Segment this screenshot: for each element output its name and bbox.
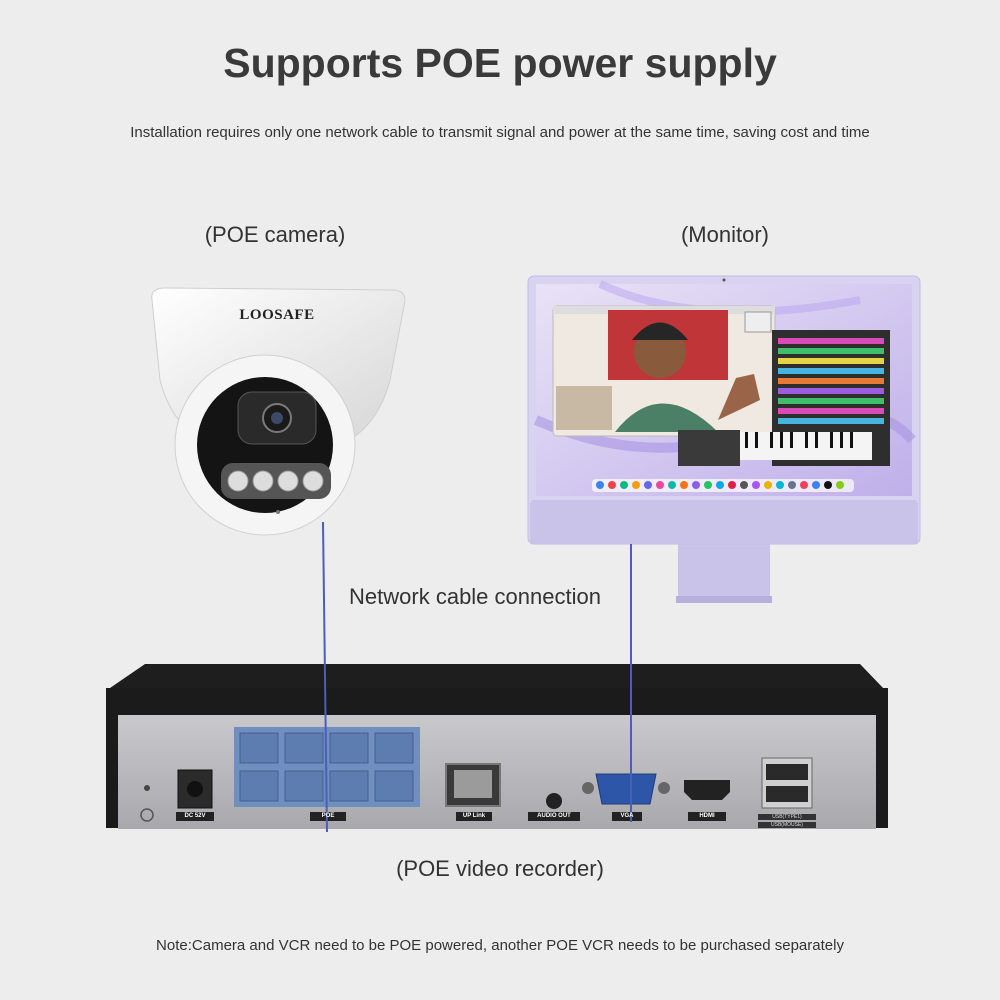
camera-brand-label: LOOSAFE — [239, 307, 314, 323]
page-subtitle: Installation requires only one network c… — [130, 124, 870, 141]
poe-port-label: POE — [321, 813, 335, 819]
usb2-port-label: USB(MOUSE) — [771, 822, 803, 828]
monitor-caption: (Monitor) — [680, 222, 769, 247]
cable-caption: Network cable connection — [349, 584, 601, 609]
usb1-port-label: USB(TYPE1) — [772, 814, 802, 820]
uplink-port-label: UP Link — [462, 813, 486, 819]
footnote: Note:Camera and VCR need to be POE power… — [156, 937, 844, 954]
dc-port-label: DC 52V — [184, 813, 206, 819]
hdmi-port-label: HDMI — [699, 813, 715, 819]
page-title: Supports POE power supply — [223, 40, 777, 86]
dome-camera-icon: LOOSAFE — [151, 287, 406, 536]
nvr-recorder-icon — [106, 664, 888, 829]
desktop-monitor-icon — [527, 275, 921, 603]
camera-caption: (POE camera) — [204, 222, 346, 247]
audio-port-label: AUDIO OUT — [537, 813, 571, 819]
recorder-caption: (POE video recorder) — [396, 856, 604, 881]
vga-port-label: VGA — [620, 813, 634, 819]
camera-cable-line — [322, 521, 328, 833]
